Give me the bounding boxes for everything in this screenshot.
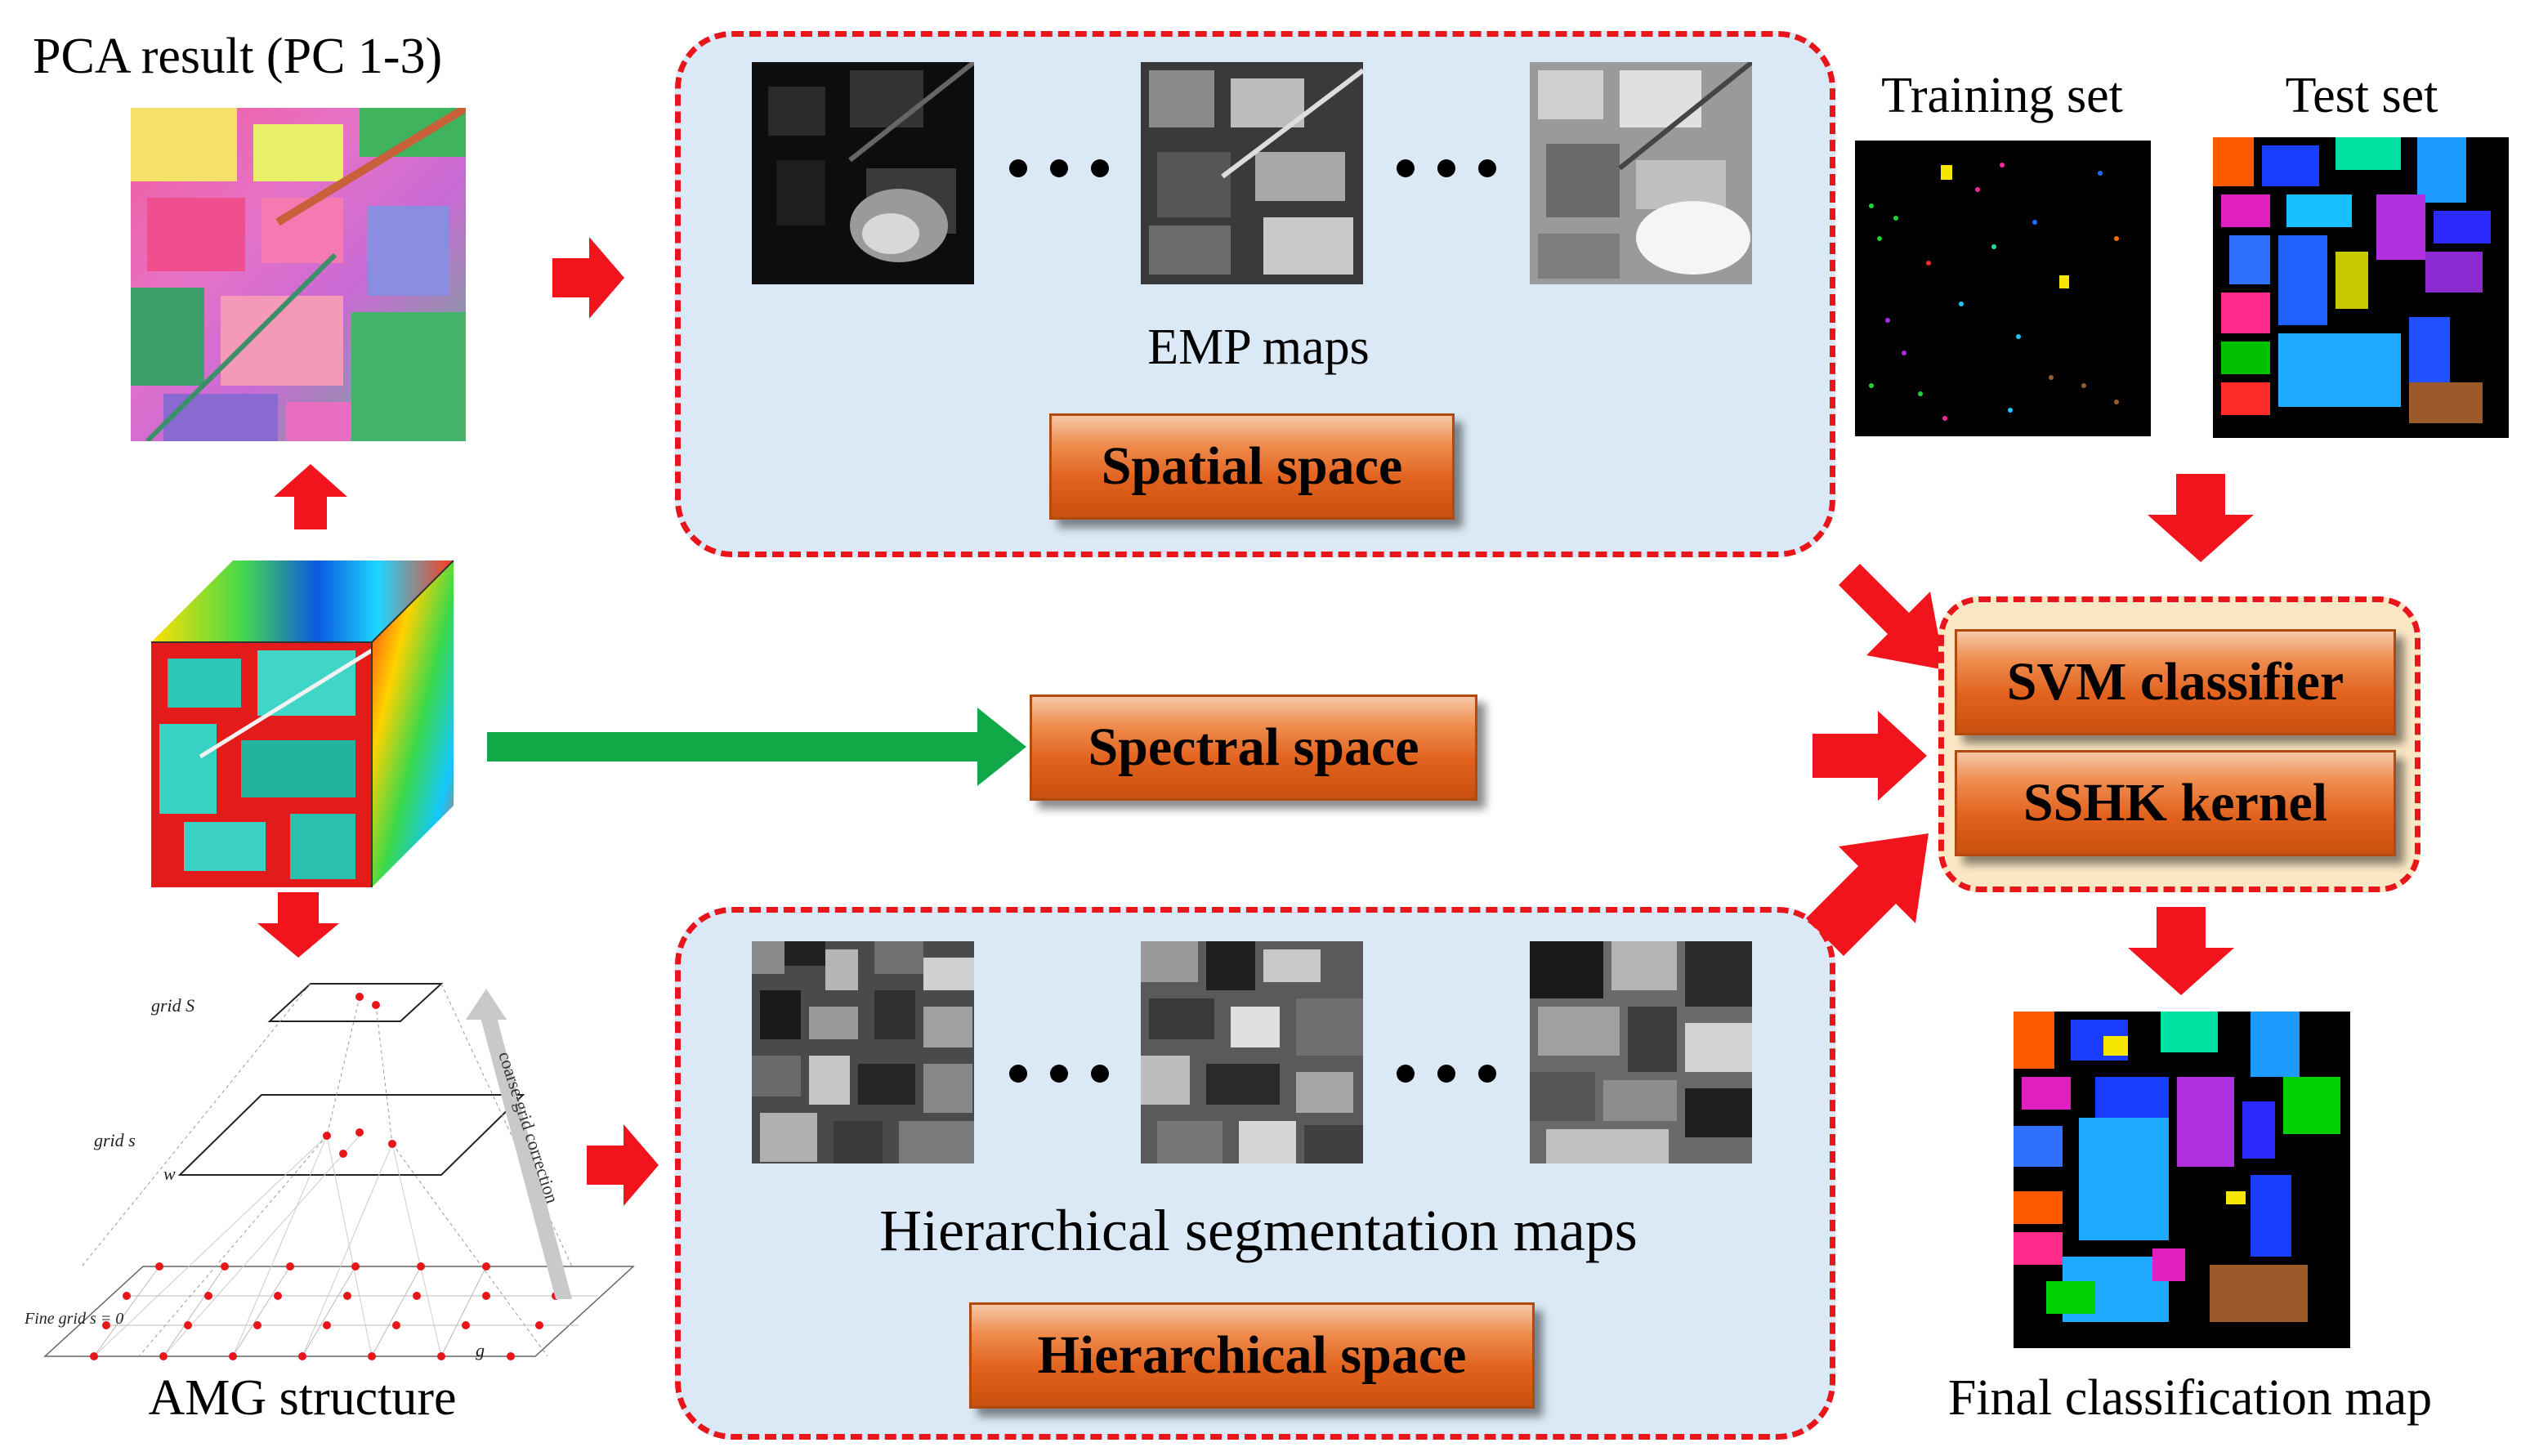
arrow-svm-to-final bbox=[2128, 907, 2234, 995]
segmentation-map-2 bbox=[1141, 941, 1363, 1163]
final-map-caption: Final classification map bbox=[1947, 1370, 2433, 1426]
arrow-cube-to-spectral bbox=[487, 708, 1026, 786]
training-set-caption: Training set bbox=[1881, 68, 2123, 123]
amg-label-grid-s: grid s bbox=[94, 1130, 136, 1150]
spatial-space-button: Spatial space bbox=[1049, 413, 1455, 520]
arrow-cube-to-amg bbox=[257, 892, 339, 958]
ellipsis-3 bbox=[1002, 1057, 1116, 1094]
sshk-kernel-box: SSHK kernel bbox=[1955, 750, 2396, 856]
amg-caption: AMG structure bbox=[148, 1370, 457, 1426]
arrow-pca-to-spatial bbox=[552, 237, 624, 319]
segmentation-map-3 bbox=[1530, 941, 1752, 1163]
pca-result-image bbox=[131, 108, 466, 441]
spectral-space-button: Spectral space bbox=[1030, 695, 1477, 801]
ellipsis-2 bbox=[1389, 152, 1504, 189]
ellipsis-1 bbox=[1002, 152, 1116, 189]
arrow-sets-to-svm bbox=[2148, 474, 2254, 562]
arrow-amg-to-hierarchical bbox=[587, 1124, 659, 1206]
arrow-hierarchical-to-svm bbox=[1806, 833, 1929, 956]
test-set-caption: Test set bbox=[2285, 68, 2438, 123]
hyperspectral-cube bbox=[151, 560, 454, 887]
emp-map-1 bbox=[752, 62, 974, 284]
training-set-image bbox=[1855, 141, 2151, 436]
amg-label-fine-grid: Fine grid s = 0 bbox=[24, 1310, 123, 1328]
amg-label-grid-S: grid S bbox=[151, 995, 194, 1016]
emp-map-2 bbox=[1141, 62, 1363, 284]
ellipsis-4 bbox=[1389, 1057, 1504, 1094]
arrow-cube-to-pca bbox=[274, 464, 347, 529]
arrow-spectral-to-svm bbox=[1813, 711, 1927, 801]
emp-maps-caption: EMP maps bbox=[1147, 319, 1370, 375]
amg-structure-diagram: coarse-grid correction grid S grid s w F… bbox=[24, 983, 635, 1360]
emp-map-3 bbox=[1530, 62, 1752, 284]
amg-label-g: g bbox=[476, 1340, 485, 1360]
pca-caption: PCA result (PC 1-3) bbox=[33, 29, 443, 84]
test-set-image bbox=[2213, 137, 2509, 438]
svm-classifier-box: SVM classifier bbox=[1955, 629, 2396, 735]
amg-label-weight: w bbox=[163, 1163, 176, 1184]
segmentation-map-1 bbox=[752, 941, 974, 1163]
arrow-spatial-to-svm bbox=[1830, 564, 1945, 670]
hierarchical-space-button: Hierarchical space bbox=[969, 1302, 1535, 1409]
final-classification-map bbox=[2014, 1012, 2350, 1348]
hierarchical-maps-caption: Hierarchical segmentation maps bbox=[879, 1198, 1638, 1263]
